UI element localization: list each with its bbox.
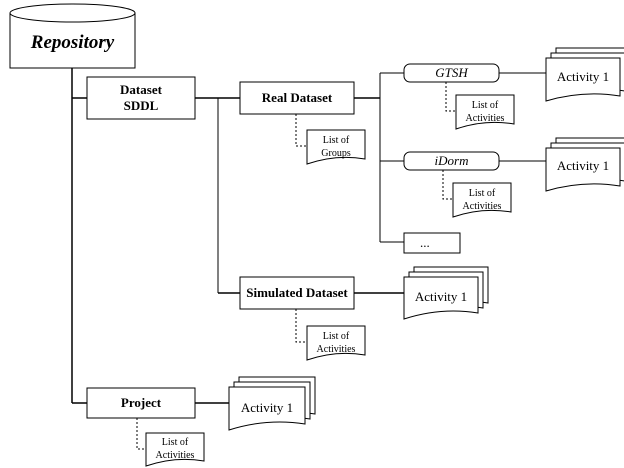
dataset-sddl-line1: Dataset xyxy=(120,82,163,97)
simulated-activity-label: Activity 1 xyxy=(415,289,467,304)
idorm-note: List of Activities xyxy=(452,182,512,218)
real-dataset-label: Real Dataset xyxy=(262,90,333,105)
gtsh-activity-stack[interactable]: Activity 1 xyxy=(545,47,624,102)
real-dataset-node[interactable]: Real Dataset xyxy=(239,81,355,115)
more-datasets-node[interactable]: ... xyxy=(403,232,461,254)
gtsh-note-line2: Activities xyxy=(466,113,505,124)
ellipsis-label: ... xyxy=(420,235,430,250)
simulated-dataset-node[interactable]: Simulated Dataset xyxy=(239,276,355,310)
real-groups-note-line2: Groups xyxy=(321,148,351,159)
connectors xyxy=(71,68,546,404)
gtsh-activity-label: Activity 1 xyxy=(557,69,609,84)
gtsh-note: List of Activities xyxy=(455,94,515,130)
project-activity-stack[interactable]: Activity 1 xyxy=(228,376,316,431)
simulated-activity-stack[interactable]: Activity 1 xyxy=(403,266,489,320)
real-groups-note-line1: List of xyxy=(323,135,350,146)
idorm-note-line1: List of xyxy=(469,188,496,199)
project-label: Project xyxy=(121,395,162,410)
idorm-note-line2: Activities xyxy=(463,201,502,212)
simulated-note-line1: List of xyxy=(323,331,350,342)
real-groups-note: List of Groups xyxy=(306,129,366,165)
idorm-activity-label: Activity 1 xyxy=(557,158,609,173)
simulated-note: List of Activities xyxy=(306,325,366,361)
dataset-sddl-line2: SDDL xyxy=(124,98,159,113)
repository-cylinder[interactable]: Repository xyxy=(9,3,136,69)
project-note-line2: Activities xyxy=(156,450,195,461)
repository-label: Repository xyxy=(30,32,115,53)
simulated-dataset-label: Simulated Dataset xyxy=(246,285,348,300)
note-links xyxy=(136,82,456,450)
idorm-label: iDorm xyxy=(435,153,469,168)
simulated-note-line2: Activities xyxy=(317,344,356,355)
project-activity-label: Activity 1 xyxy=(241,400,293,415)
project-note-line1: List of xyxy=(162,437,189,448)
gtsh-note-line1: List of xyxy=(472,100,499,111)
dataset-sddl-node[interactable]: Dataset SDDL xyxy=(86,76,196,120)
gtsh-node[interactable]: GTSH xyxy=(403,63,500,83)
project-note: List of Activities xyxy=(145,432,205,467)
idorm-node[interactable]: iDorm xyxy=(403,151,500,171)
idorm-activity-stack[interactable]: Activity 1 xyxy=(545,137,624,192)
project-node[interactable]: Project xyxy=(86,387,196,419)
gtsh-label: GTSH xyxy=(435,65,468,80)
